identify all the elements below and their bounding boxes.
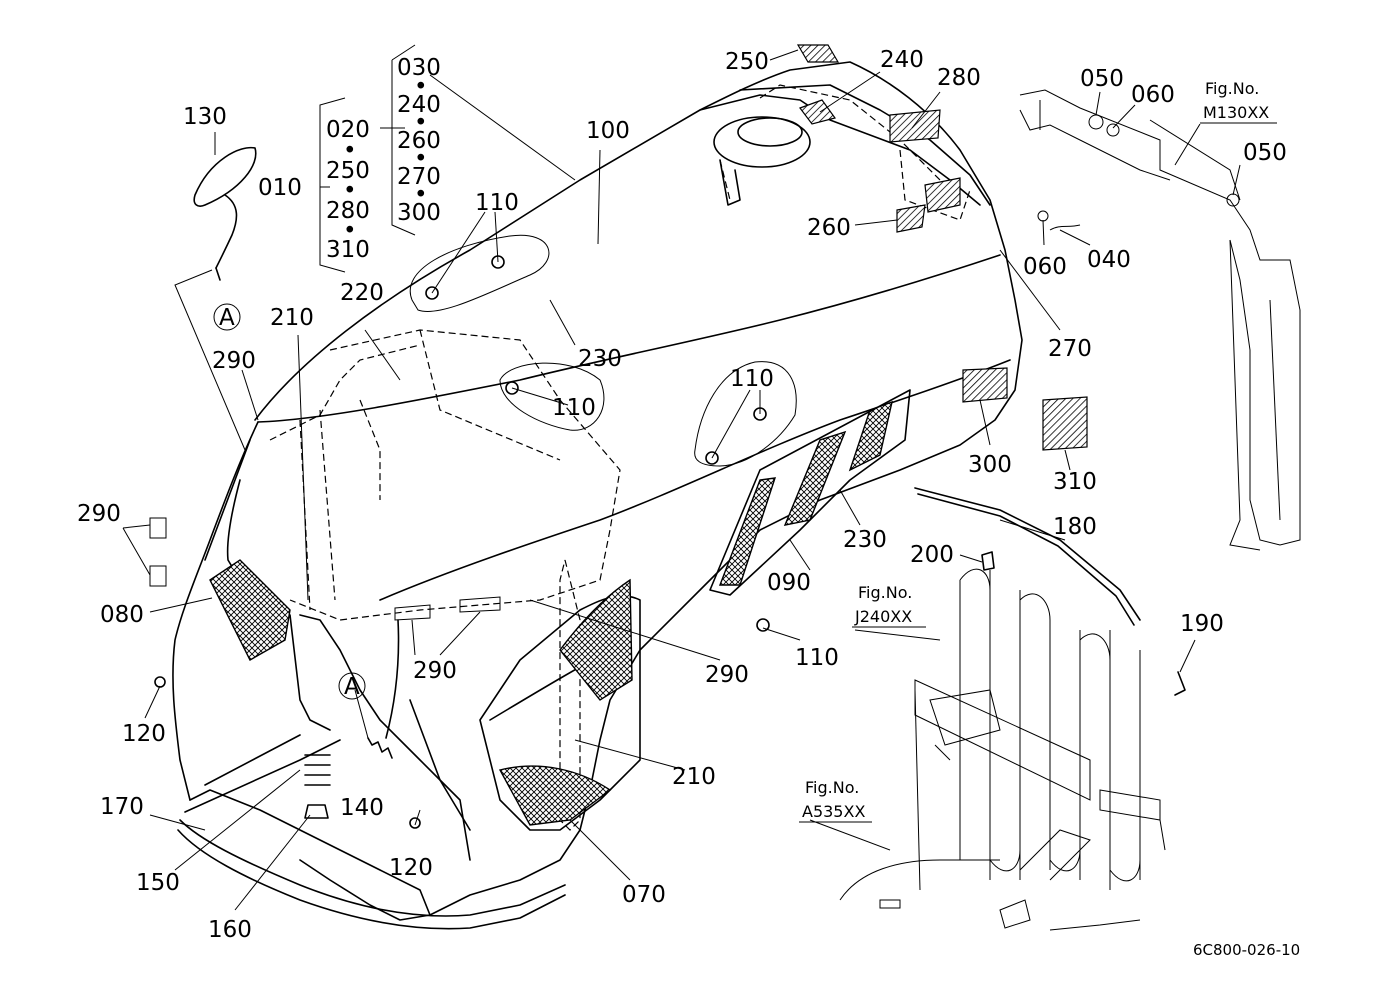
decals — [149, 44, 1088, 621]
callout-labels: 130 210 220 290 110 100 230 110 110 250 … — [77, 47, 1287, 943]
decal-250 — [796, 44, 840, 63]
callout: 290 — [212, 348, 256, 374]
callout: 310 — [1053, 469, 1097, 495]
svg-text:A535XX: A535XX — [802, 802, 865, 821]
callout: 110 — [475, 190, 519, 216]
fig-ref-a535: Fig.No. A535XX — [799, 778, 872, 823]
callout: 110 — [730, 366, 774, 392]
callout: 300 — [968, 452, 1012, 478]
fig-ref-m130: Fig.No. M130XX — [1200, 79, 1277, 124]
group-left-item: 020 — [326, 117, 370, 143]
view-marker-top: A — [213, 303, 241, 331]
grilles — [209, 389, 911, 826]
view-marker-label: A — [344, 674, 360, 700]
callout: 210 — [270, 305, 314, 331]
vent-slot-1 — [718, 477, 777, 586]
decal-290-b — [149, 565, 167, 587]
svg-text:Fig.No.: Fig.No. — [1205, 79, 1259, 98]
fig-ref-j240: Fig.No. J240XX — [852, 583, 926, 628]
callout: 050 — [1080, 66, 1124, 92]
svg-text:•: • — [343, 218, 357, 244]
group-right-item: 030 — [397, 55, 441, 81]
callout: 210 — [672, 764, 716, 790]
vent-slot-3 — [848, 400, 893, 472]
svg-text:•: • — [414, 146, 428, 172]
callout: 170 — [100, 794, 144, 820]
callout: 110 — [795, 645, 839, 671]
group-left: 010 020 250 280 310 • • • — [258, 117, 370, 263]
callout: 220 — [340, 280, 384, 306]
callout: 290 — [77, 501, 121, 527]
decal-290-a — [149, 517, 167, 539]
callout: 100 — [586, 118, 630, 144]
group-left-item: 280 — [326, 198, 370, 224]
group-left-item: 250 — [326, 158, 370, 184]
callout: 120 — [122, 721, 166, 747]
side-grille-bottom — [498, 765, 612, 826]
group-right-item: 260 — [397, 128, 441, 154]
side-grille-lower — [559, 578, 633, 701]
callout: 240 — [880, 47, 924, 73]
callout: 230 — [578, 346, 622, 372]
callout: 180 — [1053, 514, 1097, 540]
group-right: 030 240 260 270 300 • • • • — [397, 55, 441, 226]
callout: 190 — [1180, 611, 1224, 637]
drawing-code: 6C800-026-10 — [1193, 941, 1300, 959]
svg-text:•: • — [414, 74, 428, 100]
group-left-item: 310 — [326, 237, 370, 263]
callout: 060 — [1023, 254, 1067, 280]
callout: 150 — [136, 870, 180, 896]
hardware — [154, 146, 1186, 829]
callout: 050 — [1243, 140, 1287, 166]
group-right-item: 240 — [397, 92, 441, 118]
callout: 250 — [725, 49, 769, 75]
callout: 200 — [910, 542, 954, 568]
svg-text:J240XX: J240XX — [854, 607, 912, 626]
svg-text:•: • — [414, 110, 428, 136]
vent-slot-2 — [783, 430, 847, 526]
svg-text:M130XX: M130XX — [1203, 103, 1269, 122]
leader-lines — [122, 44, 1241, 911]
svg-text:•: • — [414, 182, 428, 208]
decal-280 — [889, 109, 941, 143]
callout: 110 — [552, 395, 596, 421]
callout: 230 — [843, 527, 887, 553]
callout: 290 — [705, 662, 749, 688]
svg-text:Fig.No.: Fig.No. — [805, 778, 859, 797]
callout: 140 — [340, 795, 384, 821]
callout: 280 — [937, 65, 981, 91]
callout: 290 — [413, 658, 457, 684]
decal-270 — [924, 177, 961, 213]
mirror — [193, 146, 257, 207]
svg-text:•: • — [343, 178, 357, 204]
callout: 090 — [767, 570, 811, 596]
front-grille-left — [209, 559, 291, 661]
callout: 080 — [100, 602, 144, 628]
view-marker-bottom: A — [338, 672, 366, 700]
callout: 040 — [1087, 247, 1131, 273]
radiator-frame — [839, 568, 1166, 931]
decal-240 — [799, 99, 836, 125]
callout: 120 — [389, 855, 433, 881]
group-right-item: 300 — [397, 200, 441, 226]
callout: 260 — [807, 215, 851, 241]
svg-text:Fig.No.: Fig.No. — [858, 583, 912, 602]
group-right-item: 270 — [397, 164, 441, 190]
group-left-parent: 010 — [258, 175, 302, 201]
callout: 270 — [1048, 336, 1092, 362]
callout: 060 — [1131, 82, 1175, 108]
view-marker-label: A — [219, 305, 235, 331]
decal-300 — [962, 367, 1008, 403]
svg-text:•: • — [343, 138, 357, 164]
decal-260 — [896, 204, 926, 233]
callout: 160 — [208, 917, 252, 943]
decal-310 — [1042, 396, 1088, 451]
callout: 070 — [622, 882, 666, 908]
callout: 130 — [183, 104, 227, 130]
